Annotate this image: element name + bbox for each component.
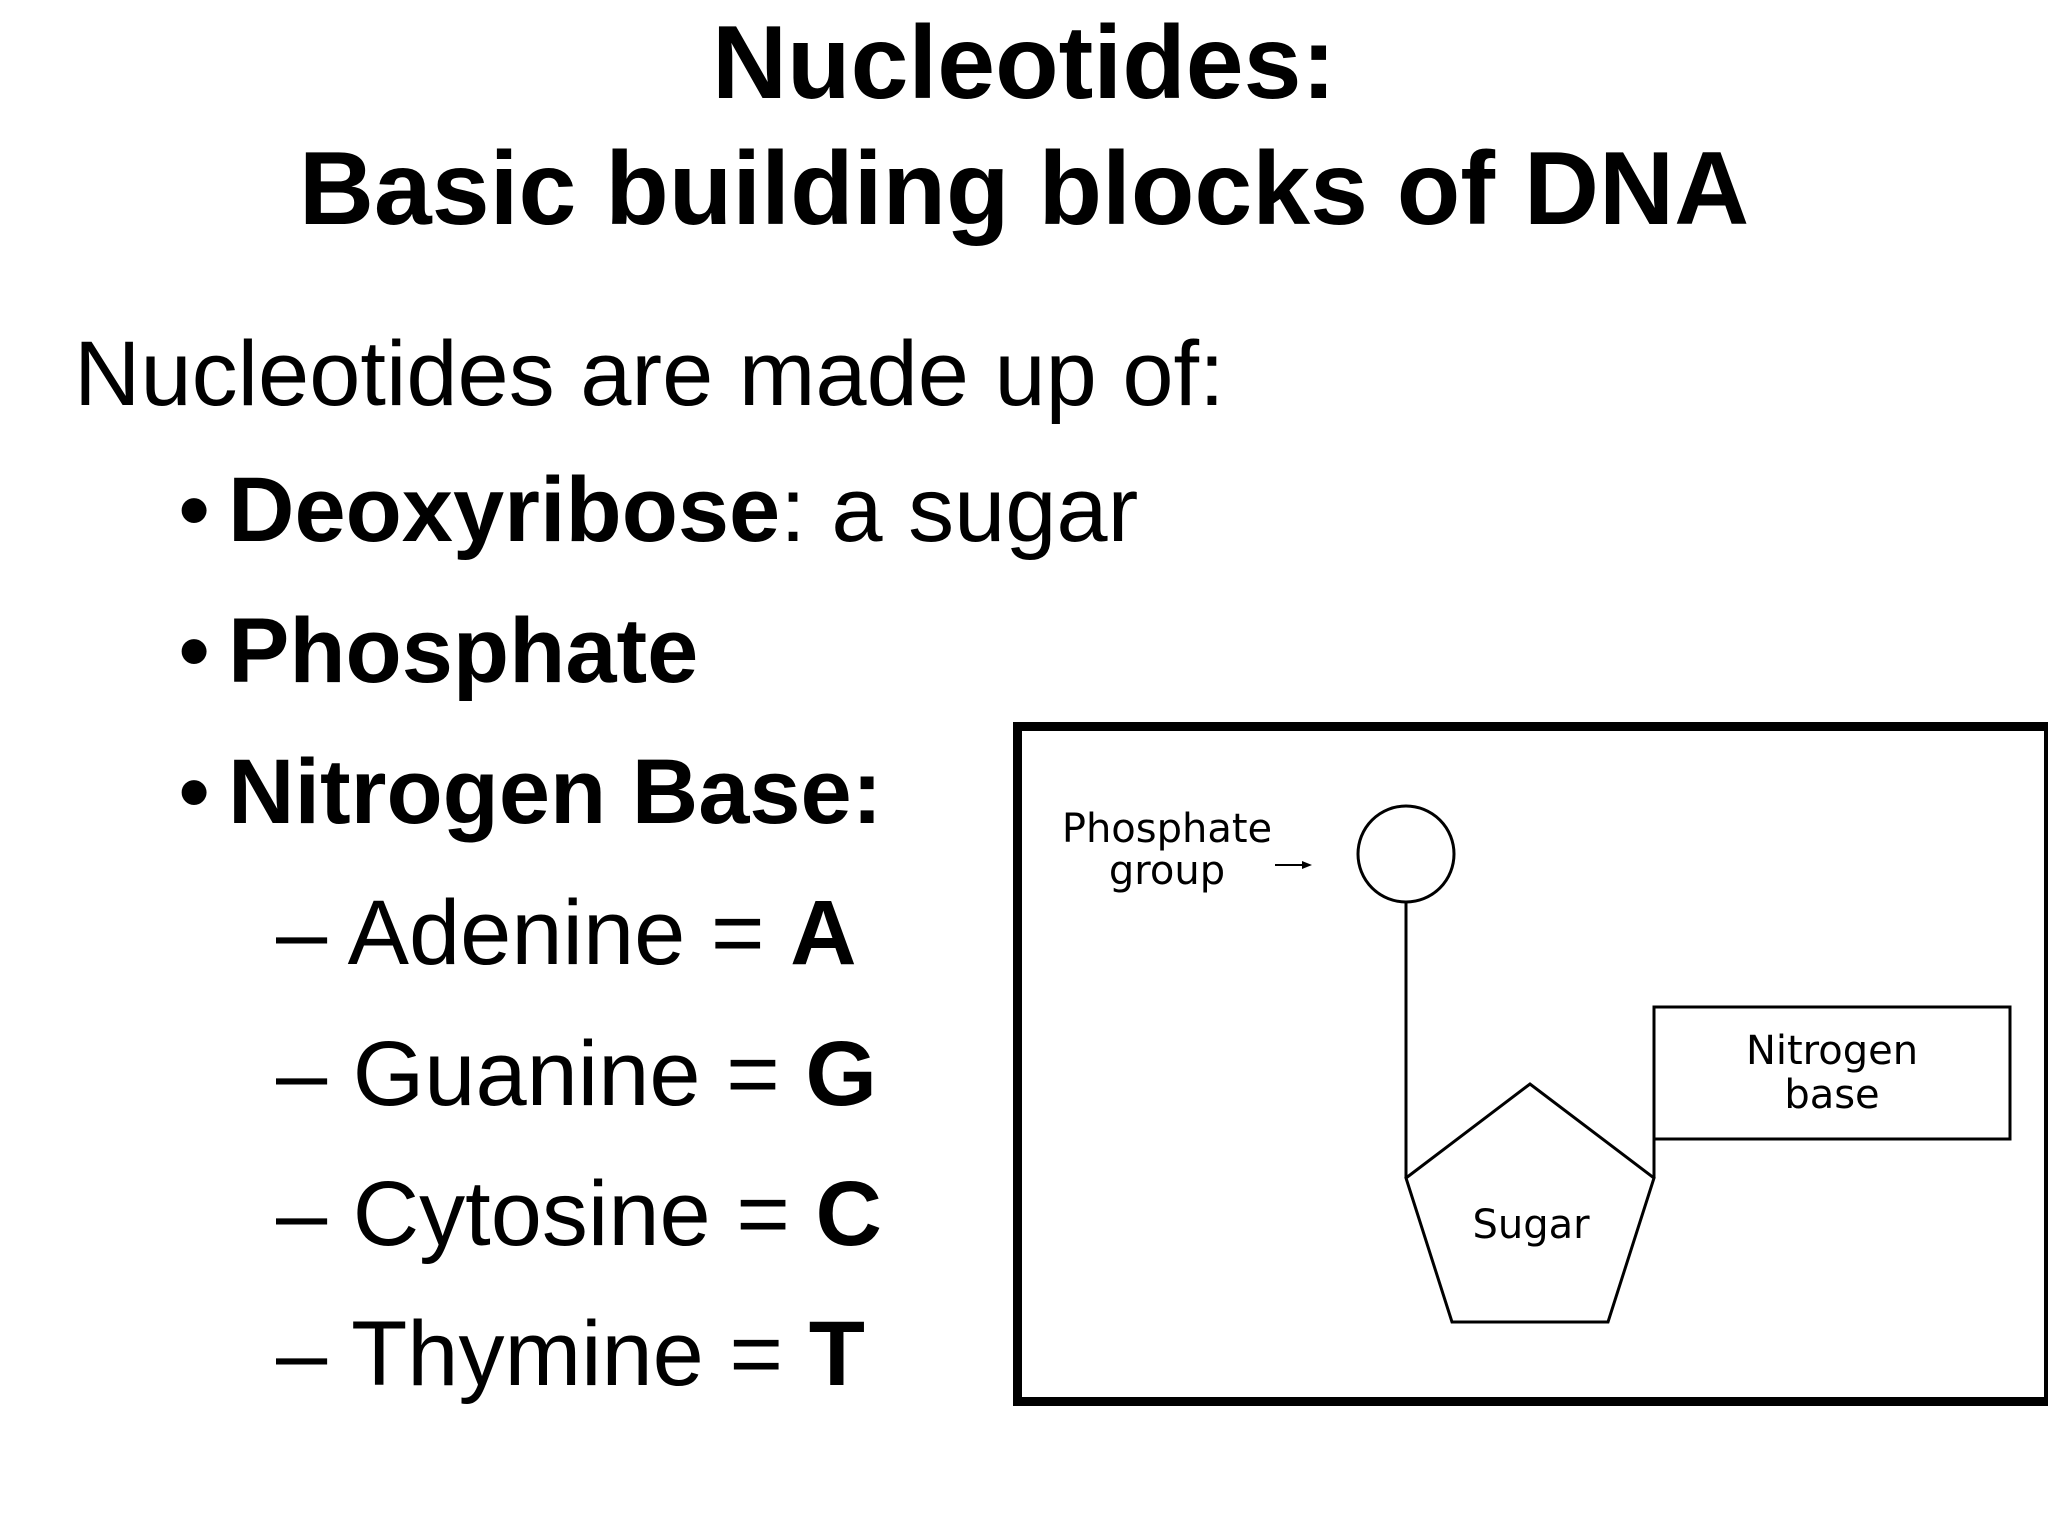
sugar-label: Sugar [1472,1202,1590,1248]
base-item-cytosine: – Cytosine = C [276,1160,882,1268]
base-symbol: T [808,1303,865,1405]
base-item-thymine: – Thymine = T [276,1300,865,1408]
dash: – [276,1303,328,1405]
nitrogen-base-label-line-1: Nitrogen [1746,1028,1918,1074]
bullet-dot-icon: • [178,741,211,843]
title-line-1: Nucleotides: [711,5,1337,121]
phosphate-label-line-1: Phosphate [1062,806,1272,852]
base-symbol: G [805,1023,877,1125]
dash: – [276,882,328,984]
phosphate-label-line-2: group [1109,848,1225,894]
bullet-bold: Deoxyribose [228,459,781,561]
base-name: Cytosine = [352,1163,790,1265]
base-symbol: C [815,1163,882,1265]
sugar-pentagon [1404,1082,1656,1324]
bullet-bold: Nitrogen Base: [228,741,883,843]
intro-text: Nucleotides are made up of: [74,323,1225,425]
nitrogen-base-label-line-2: base [1784,1072,1879,1118]
nucleotide-diagram-svg: Phosphate group Sugar Nitrogen base [1062,804,2012,1324]
dash: – [276,1023,328,1125]
phosphate-circle [1356,804,1456,904]
base-name: Thymine = [351,1303,784,1405]
bullet-dot-icon: • [178,459,211,561]
arrow-icon [1275,861,1312,869]
base-name: Guanine = [352,1023,780,1125]
bullet-nitrogen-base: •Nitrogen Base: [178,738,882,846]
base-name: Adenine = [347,882,765,984]
nucleotide-diagram: Phosphate group Sugar Nitrogen base [1013,722,2048,1406]
bullet-dot-icon: • [178,600,211,702]
slide-title: Nucleotides: Basic building blocks of DN… [0,0,2048,252]
base-item-adenine: – Adenine = A [276,879,857,987]
dash: – [276,1163,328,1265]
title-line-2: Basic building blocks of DNA [298,131,1750,247]
bullet-rest: : a sugar [780,459,1139,561]
bullet-bold: Phosphate [228,600,699,702]
nitrogen-base-box [1652,1005,2012,1141]
bullet-deoxyribose: •Deoxyribose: a sugar [178,456,1138,564]
base-item-guanine: – Guanine = G [276,1020,877,1128]
bullet-phosphate: •Phosphate [178,597,698,705]
base-symbol: A [790,882,857,984]
